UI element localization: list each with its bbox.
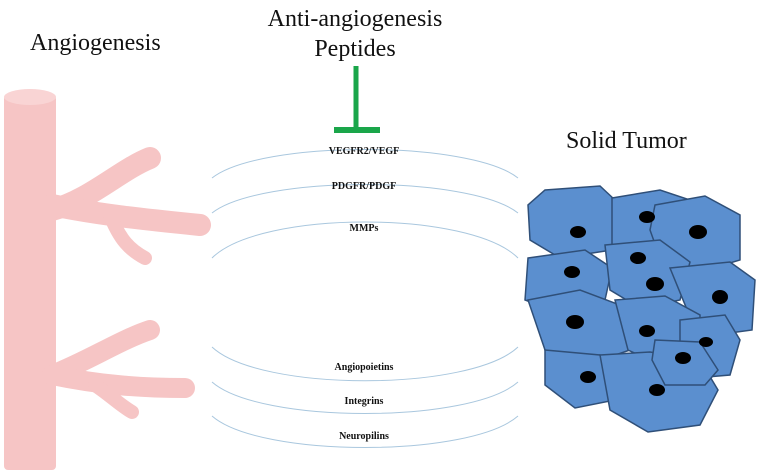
vessel-trunk	[4, 95, 56, 470]
nucleus	[649, 384, 665, 396]
pathway-label: Neuropilins	[339, 431, 389, 442]
tumor-cell	[604, 239, 691, 309]
tumor-nuclei	[564, 211, 728, 396]
nucleus	[699, 337, 713, 347]
arc-bottom-1	[211, 346, 519, 382]
nucleus	[675, 352, 691, 364]
pathway-arcs	[211, 149, 519, 448]
arc-top-3	[211, 221, 519, 259]
upper-branch-b	[41, 194, 211, 236]
lower-branch-b	[42, 365, 195, 398]
inhibition-symbol	[334, 66, 380, 133]
solid-tumor-title: Solid Tumor	[566, 128, 687, 154]
nucleus	[570, 226, 586, 238]
peptides-title-line1: Anti-angiogenesis	[267, 6, 443, 32]
vessel-top	[4, 89, 56, 105]
pathway-label: VEGFR2/VEGF	[328, 146, 400, 157]
arc-bottom-3	[211, 415, 519, 448]
nucleus	[630, 252, 646, 264]
upper-branch-c	[103, 208, 152, 265]
arc-bottom-2	[211, 381, 519, 414]
nucleus	[712, 290, 728, 304]
nucleus	[564, 266, 580, 278]
arc-top-1	[211, 149, 519, 179]
tumor-cell	[527, 185, 616, 259]
lower-branch-c	[88, 378, 139, 419]
blood-vessel	[4, 89, 211, 470]
arc-top-2	[211, 184, 519, 214]
pathway-label: Angiopoietins	[334, 362, 394, 373]
nucleus	[639, 211, 655, 223]
pathway-label: Integrins	[344, 396, 384, 407]
nucleus	[689, 225, 707, 239]
peptides-title-line2: Peptides	[314, 36, 396, 62]
nucleus	[646, 277, 664, 291]
pathway-label: MMPs	[349, 223, 379, 234]
solid-tumor	[524, 185, 756, 433]
nucleus	[566, 315, 584, 329]
nucleus	[639, 325, 655, 337]
angiogenesis-title: Angiogenesis	[30, 30, 161, 56]
peptides-title: Anti-angiogenesis Peptides	[260, 4, 450, 64]
nucleus	[580, 371, 596, 383]
pathway-label: PDGFR/PDGF	[331, 181, 397, 192]
